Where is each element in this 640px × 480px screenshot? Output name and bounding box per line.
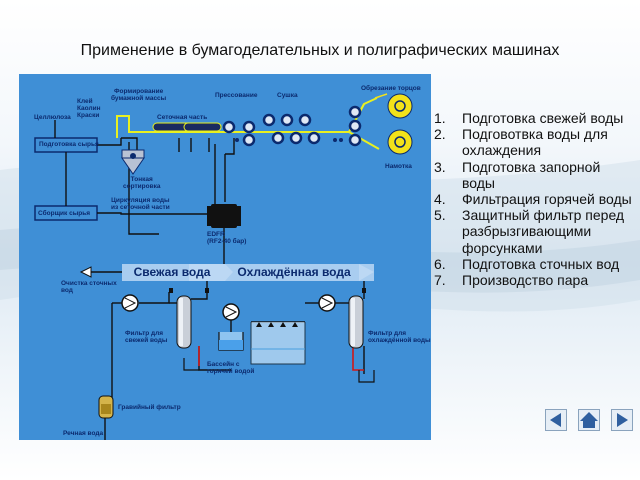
list-item: 2.Подговотвка воды для охлаждения [434, 126, 608, 159]
fresh-water-filter [176, 295, 192, 349]
label-cellulose: Целлюлоза [34, 114, 71, 121]
label-circulation: Циркуляция воды из сеточной части [111, 197, 170, 211]
arrow-right-icon [617, 413, 628, 427]
process-diagram: Целлюлоза Клей Каолин Краски Формировани… [19, 74, 431, 440]
process-steps-list: 1.Подготовка свежей воды 2.Подговотвка в… [434, 110, 634, 288]
home-button[interactable] [578, 409, 600, 431]
label-drying: Сушка [277, 92, 298, 99]
label-additives: Клей Каолин Краски [77, 98, 101, 119]
label-pressing: Прессование [215, 92, 258, 99]
winding-rolls [374, 93, 413, 155]
diagram-graphics [34, 93, 413, 440]
list-item: 6.Подготовка сточных вод [434, 255, 620, 272]
label-filter-cooled: Фильтр для охлаждённой воды [368, 330, 431, 344]
next-slide-button[interactable] [611, 409, 633, 431]
band-cooled-water: Охлаждённая вода [237, 265, 351, 279]
label-edfr: EDFR (RF2-40 бар) [207, 231, 247, 245]
list-item: 5.Защитный фильтр перед разбрызгивающими… [434, 207, 625, 256]
label-mesh: Сеточная часть [157, 114, 208, 121]
label-filter-fresh: Фильтр для свежей воды [125, 330, 168, 344]
label-gravel-filter: Гравийный фильтр [118, 404, 181, 411]
water-band [122, 264, 374, 281]
list-item: 4.Фильтрация горячей воды [434, 191, 632, 208]
label-wastewater: Очистка сточных вод [61, 280, 117, 294]
list-item: 7.Производство пара [434, 272, 589, 289]
edfr-unit [207, 204, 241, 264]
gravel-filter [98, 395, 114, 419]
cooling-tower [250, 321, 306, 365]
list-item: 3.Подготовка запорной воды [434, 158, 601, 191]
label-edge-trim: Обрезание торцов [361, 85, 421, 92]
prev-slide-button[interactable] [545, 409, 567, 431]
label-fine-sort: Тонкая сортировка [123, 176, 161, 190]
cooled-water-filter [348, 295, 364, 349]
arrow-left-icon [550, 413, 561, 427]
fine-sort-unit [121, 149, 145, 175]
label-raw-prep: Подготовка сырья [39, 141, 99, 148]
band-fresh-water: Свежая вода [133, 265, 211, 279]
page-title: Применение в бумагоделательных и полигра… [80, 42, 560, 59]
hot-water-pool [218, 332, 244, 351]
label-hot-pool: Бассейн с горячей водой [207, 361, 255, 375]
label-river-water: Речная вода [63, 430, 104, 437]
label-forming: Формирование бумажной массы [111, 88, 167, 102]
label-raw-collector: Сборщик сырья [38, 210, 91, 217]
home-icon [580, 412, 598, 428]
label-winding: Намотка [385, 163, 412, 170]
list-item: 1.Подготовка свежей воды [434, 110, 624, 126]
